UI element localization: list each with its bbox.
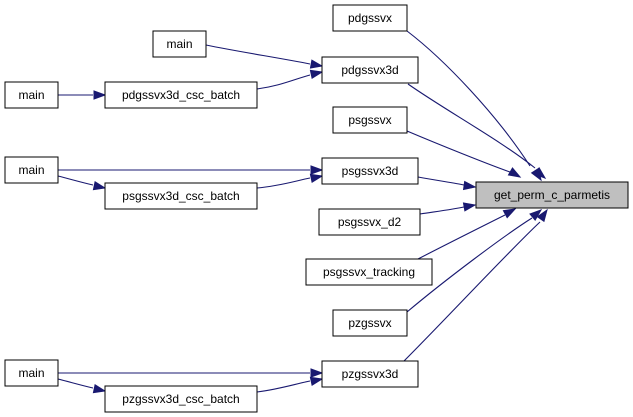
node-pzgssvx3d[interactable]: pzgssvx3d	[321, 360, 419, 388]
node-box[interactable]	[321, 360, 419, 388]
arrowhead-icon	[309, 59, 324, 69]
node-box[interactable]	[104, 81, 258, 109]
nodes-layer: get_perm_c_parmetis pdgssvx main pdgssvx3d m…	[4, 4, 629, 413]
arrowhead-icon	[310, 368, 324, 378]
node-pzgssvx3d_csc_batch[interactable]: pzgssvx3d_csc_batch	[104, 385, 258, 413]
edge-line	[406, 130, 511, 173]
arrowhead-icon	[462, 202, 477, 212]
node-label: main	[18, 366, 44, 380]
node-psgssvx_d2[interactable]: psgssvx_d2	[318, 208, 421, 236]
edge-psgssvx3d_csc_batch-psgssvx3d	[256, 173, 324, 189]
node-psgssvx_tracking[interactable]: psgssvx_tracking	[305, 258, 433, 286]
edge-pzgssvx3d_csc_batch-pzgssvx3d	[256, 376, 324, 393]
edge-main3-psgssvx3d	[58, 165, 324, 175]
node-label: psgssvx3d_csc_batch	[122, 189, 239, 203]
arrowhead-icon	[502, 208, 517, 219]
node-pzgssvx[interactable]: pzgssvx	[332, 309, 408, 337]
edge-psgssvx3d-target	[417, 176, 477, 191]
edge-main1-pdgssvx3d	[205, 44, 324, 69]
arrowhead-icon	[309, 69, 324, 80]
node-label: get_perm_c_parmetis	[494, 188, 610, 202]
node-box[interactable]	[332, 309, 408, 337]
edge-pdgssvx3d_csc_batch-pdgssvx3d	[256, 69, 324, 90]
node-label: psgssvx	[348, 113, 391, 127]
arrowhead-icon	[309, 173, 324, 184]
node-box[interactable]	[4, 359, 59, 387]
edge-line	[403, 221, 541, 362]
edge-main4-pzgssvx3d	[58, 368, 324, 378]
node-label: pzgssvx3d_csc_batch	[122, 392, 239, 406]
node-main4[interactable]: main	[4, 359, 59, 387]
edge-line	[57, 378, 94, 389]
edge-psgssvx_d2-target	[419, 202, 477, 215]
arrowhead-icon	[462, 180, 477, 191]
edges-layer	[57, 30, 548, 394]
edge-main3-psgssvx3d_csc_batch	[57, 175, 107, 191]
node-main1[interactable]: main	[152, 30, 207, 58]
node-psgssvx[interactable]: psgssvx	[332, 106, 408, 134]
edge-line	[406, 217, 533, 313]
node-label: psgssvx_tracking	[323, 265, 415, 279]
node-psgssvx3d[interactable]: psgssvx3d	[321, 157, 419, 185]
edge-line	[417, 176, 465, 186]
arrowhead-icon	[92, 383, 107, 394]
edge-line	[256, 177, 311, 189]
node-box[interactable]	[305, 258, 433, 286]
edge-line	[419, 206, 465, 215]
edge-pdgssvx3d-target	[407, 83, 547, 179]
node-label: main	[166, 37, 192, 51]
node-label: psgssvx_d2	[338, 215, 402, 229]
arrowhead-icon	[310, 165, 324, 175]
edge-line	[256, 380, 311, 393]
node-box[interactable]	[475, 181, 629, 209]
edge-main2-pdgssvx3d_csc_batch	[57, 90, 107, 100]
node-label: pdgssvx	[348, 11, 392, 25]
arrowhead-icon	[529, 209, 543, 222]
arrowhead-icon	[533, 166, 547, 179]
edge-psgssvx_tracking-target	[417, 208, 517, 260]
node-box[interactable]	[152, 30, 207, 58]
node-box[interactable]	[321, 56, 419, 84]
node-box[interactable]	[321, 157, 419, 185]
arrowhead-icon	[92, 180, 107, 191]
edge-line	[205, 44, 311, 65]
node-target[interactable]: get_perm_c_parmetis	[475, 181, 629, 209]
arrowhead-icon	[536, 208, 548, 223]
node-box[interactable]	[4, 156, 59, 184]
edge-line	[417, 214, 506, 260]
node-main3[interactable]: main	[4, 156, 59, 184]
node-main2[interactable]: main	[4, 81, 59, 109]
node-label: pdgssvx3d	[341, 63, 398, 77]
edge-line	[406, 30, 531, 167]
arrowhead-icon	[507, 167, 522, 178]
node-box[interactable]	[318, 208, 421, 236]
arrowhead-icon	[93, 90, 107, 100]
node-box[interactable]	[4, 81, 59, 109]
node-psgssvx3d_csc_batch[interactable]: psgssvx3d_csc_batch	[104, 182, 258, 210]
node-box[interactable]	[104, 182, 258, 210]
edge-main4-pzgssvx3d_csc_batch	[57, 378, 107, 394]
node-pdgssvx3d_csc_batch[interactable]: pdgssvx3d_csc_batch	[104, 81, 258, 109]
edge-psgssvx-target	[406, 130, 522, 178]
arrowhead-icon	[309, 376, 324, 387]
node-pdgssvx3d[interactable]: pdgssvx3d	[321, 56, 419, 84]
edge-line	[57, 175, 94, 186]
edge-pzgssvx3d-target	[403, 208, 548, 362]
node-box[interactable]	[332, 106, 408, 134]
node-label: main	[18, 88, 44, 102]
edge-line	[407, 83, 536, 169]
node-label: psgssvx3d	[342, 164, 399, 178]
node-label: pzgssvx	[348, 316, 391, 330]
edge-line	[256, 74, 311, 90]
node-box[interactable]	[104, 385, 258, 413]
node-box[interactable]	[332, 4, 408, 32]
node-label: pdgssvx3d_csc_batch	[122, 88, 240, 102]
edge-pzgssvx-target	[406, 209, 543, 313]
node-label: pzgssvx3d	[342, 367, 399, 381]
node-label: main	[18, 163, 44, 177]
node-pdgssvx[interactable]: pdgssvx	[332, 4, 408, 32]
